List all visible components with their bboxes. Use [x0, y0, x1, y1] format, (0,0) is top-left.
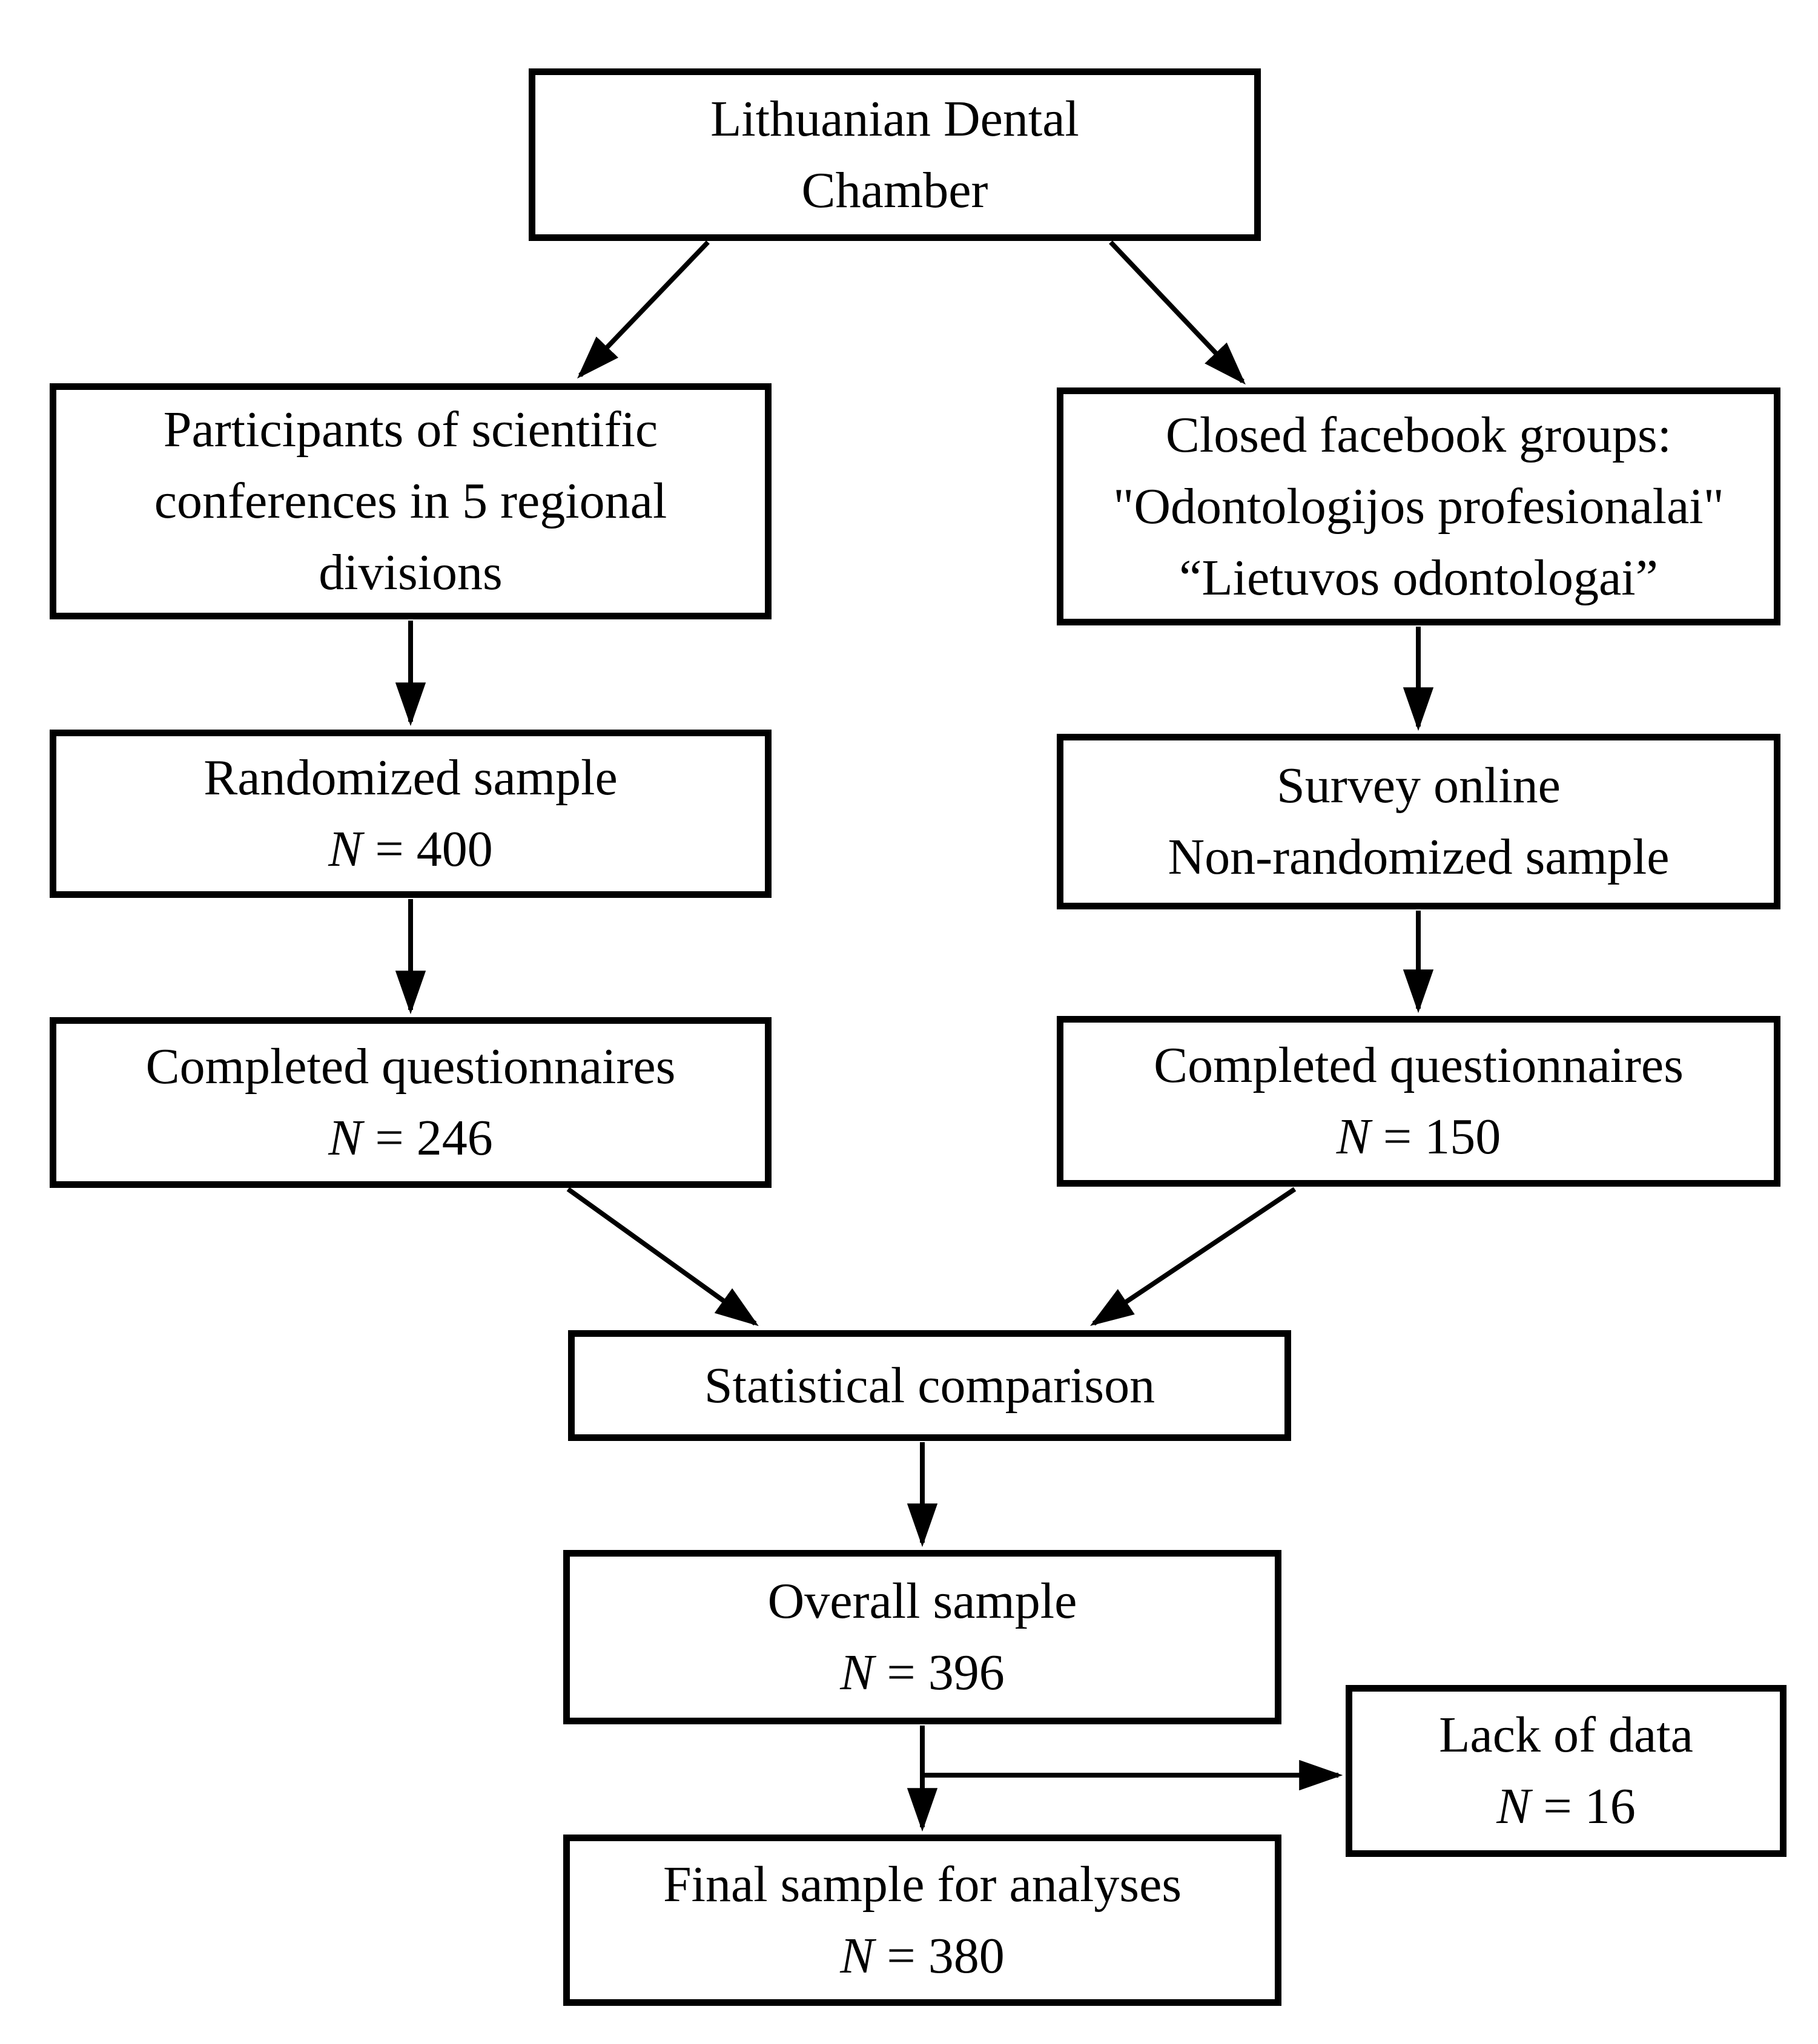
node-survey-online: Survey online Non-randomized sample: [1057, 734, 1780, 909]
n-value: = 16: [1530, 1778, 1636, 1835]
n-symbol: N: [1336, 1109, 1370, 1165]
node-sample-size: N = 400: [328, 814, 492, 885]
arrow-chamber-to-participants: [577, 240, 710, 379]
n-value: = 396: [874, 1644, 1005, 1701]
node-randomized-sample: Randomized sample N = 400: [50, 730, 772, 898]
n-value: = 150: [1370, 1109, 1501, 1165]
n-value: = 246: [362, 1110, 493, 1166]
node-sample-size: N = 246: [328, 1103, 492, 1174]
node-text: Randomized sample: [203, 750, 618, 806]
n-symbol: N: [1496, 1778, 1531, 1835]
node-closed-facebook-groups: Closed facebook groups: "Odontologijos p…: [1057, 387, 1780, 625]
node-completed-questionnaires-right: Completed questionnaires N = 150: [1057, 1016, 1780, 1187]
node-text: Lack of data: [1439, 1707, 1693, 1763]
n-symbol: N: [328, 821, 363, 877]
node-text: Chamber: [801, 162, 988, 219]
node-lithuanian-dental-chamber: Lithuanian Dental Chamber: [529, 68, 1261, 241]
node-text: Participants of scientific: [163, 401, 658, 458]
arrow-completed-left-to-statistical: [566, 1187, 759, 1327]
node-sample-size: N = 380: [840, 1920, 1004, 1992]
n-value: = 380: [874, 1927, 1005, 1984]
node-text: divisions: [319, 544, 503, 601]
node-completed-questionnaires-left: Completed questionnaires N = 246: [50, 1017, 772, 1188]
n-symbol: N: [840, 1644, 874, 1701]
node-text: Non-randomized sample: [1168, 829, 1670, 885]
node-text: "Odontologijos profesionalai": [1113, 478, 1724, 535]
node-text: conferences in 5 regional: [154, 473, 667, 529]
arrow-chamber-to-facebook: [1109, 240, 1246, 385]
node-sample-size: N = 150: [1337, 1101, 1501, 1173]
node-text: Completed questionnaires: [145, 1038, 676, 1095]
node-text: Lithuanian Dental: [710, 90, 1079, 147]
node-text: “Lietuvos odontologai”: [1179, 549, 1658, 606]
n-symbol: N: [328, 1110, 363, 1166]
node-text: Survey online: [1277, 757, 1561, 814]
n-symbol: N: [840, 1927, 874, 1984]
node-text: Closed facebook groups:: [1165, 406, 1672, 463]
node-text: Statistical comparison: [704, 1357, 1155, 1414]
node-participants-conferences: Participants of scientific conferences i…: [50, 383, 772, 619]
node-text: Overall sample: [767, 1573, 1077, 1629]
node-sample-size: N = 16: [1496, 1771, 1635, 1842]
node-sample-size: N = 396: [840, 1637, 1004, 1709]
node-lack-of-data: Lack of data N = 16: [1346, 1685, 1787, 1857]
arrow-completed-right-to-statistical: [1090, 1187, 1297, 1327]
node-final-sample: Final sample for analyses N = 380: [563, 1835, 1281, 2006]
n-value: = 400: [362, 821, 493, 877]
node-text: Final sample for analyses: [663, 1856, 1182, 1913]
node-statistical-comparison: Statistical comparison: [568, 1330, 1291, 1441]
node-text: Completed questionnaires: [1154, 1037, 1684, 1093]
node-overall-sample: Overall sample N = 396: [563, 1550, 1281, 1724]
